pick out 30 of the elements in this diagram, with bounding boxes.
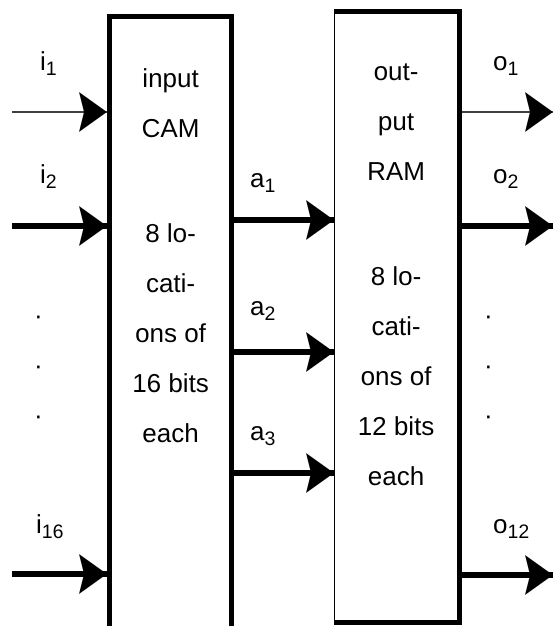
ellipsis-dot: · — [484, 350, 493, 380]
block-text: 8 lo- cati- ons of 12 bits each — [357, 260, 435, 493]
edge-label: o$_{1}$ — [493, 45, 518, 77]
block-text: input CAM — [140, 62, 200, 145]
edge-label: i$_{1}$ — [40, 45, 57, 77]
edge-label: a$_{3}$ — [250, 415, 276, 447]
arrow — [462, 92, 553, 132]
arrow — [12, 92, 107, 132]
arrow — [12, 554, 107, 594]
arrow — [234, 453, 334, 493]
edge-label: a$_{2}$ — [250, 290, 276, 322]
arrow — [12, 206, 107, 246]
arrow — [234, 332, 334, 372]
block-text: 8 lo- cati- ons of 16 bits each — [132, 217, 210, 450]
arrow — [462, 206, 553, 246]
arrow — [234, 200, 334, 240]
edge-label: i$_{2}$ — [40, 158, 57, 190]
block-text: out- put RAM — [366, 55, 426, 188]
ellipsis-dot: · — [34, 400, 43, 430]
ellipsis-dot: · — [34, 350, 43, 380]
arrow — [462, 555, 553, 595]
memory-block — [334, 9, 462, 625]
ellipsis-dot: · — [34, 300, 43, 330]
edge-label: a$_{1}$ — [250, 162, 276, 194]
ellipsis-dot: · — [484, 400, 493, 430]
edge-label: o$_{2}$ — [493, 158, 518, 190]
memory-block — [107, 14, 234, 626]
edge-label: o$_{12}$ — [493, 508, 530, 540]
ellipsis-dot: · — [484, 300, 493, 330]
edge-label: i$_{16}$ — [36, 508, 64, 540]
